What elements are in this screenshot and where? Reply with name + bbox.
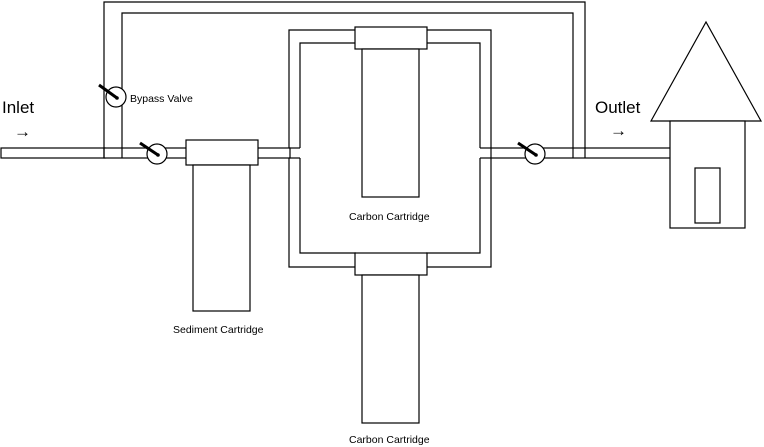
house-icon [649, 20, 763, 229]
sediment-cartridge-label: Sediment Cartridge [173, 324, 264, 336]
bypass-valve[interactable] [98, 83, 127, 108]
sediment-cartridge-head [185, 139, 259, 166]
inlet-pipe-segment [103, 147, 188, 159]
sediment-to-carbon-pipe [256, 147, 291, 159]
carbon-cartridge-top-body [361, 48, 420, 198]
sediment-cartridge-body [192, 164, 251, 312]
carbon-cartridge-bottom-label: Carbon Cartridge [349, 434, 430, 446]
outlet-arrow-icon: → [610, 121, 627, 140]
inlet-label: Inlet [2, 98, 34, 117]
bypass-valve-label: Bypass Valve [130, 93, 193, 105]
house-roof [649, 20, 763, 122]
house-door [694, 167, 721, 224]
outlet-pipe [490, 147, 672, 159]
carbon-cartridge-top-head [354, 26, 428, 50]
inlet-valve[interactable] [139, 141, 168, 165]
carbon-loop-inner [299, 42, 481, 254]
carbon-cartridge-bottom-head [354, 252, 428, 276]
carbon-cartridge-top-label: Carbon Cartridge [349, 211, 430, 223]
bypass-pipe-inner [121, 12, 574, 148]
outlet-label: Outlet [595, 98, 641, 117]
inlet-arrow-icon: → [14, 122, 31, 141]
carbon-cartridge-bottom-body [361, 274, 420, 424]
inlet-pipe [0, 147, 106, 159]
carbon-loop-outer [288, 29, 492, 268]
outlet-valve[interactable] [517, 141, 546, 165]
bypass-pipe-outer [103, 1, 586, 148]
